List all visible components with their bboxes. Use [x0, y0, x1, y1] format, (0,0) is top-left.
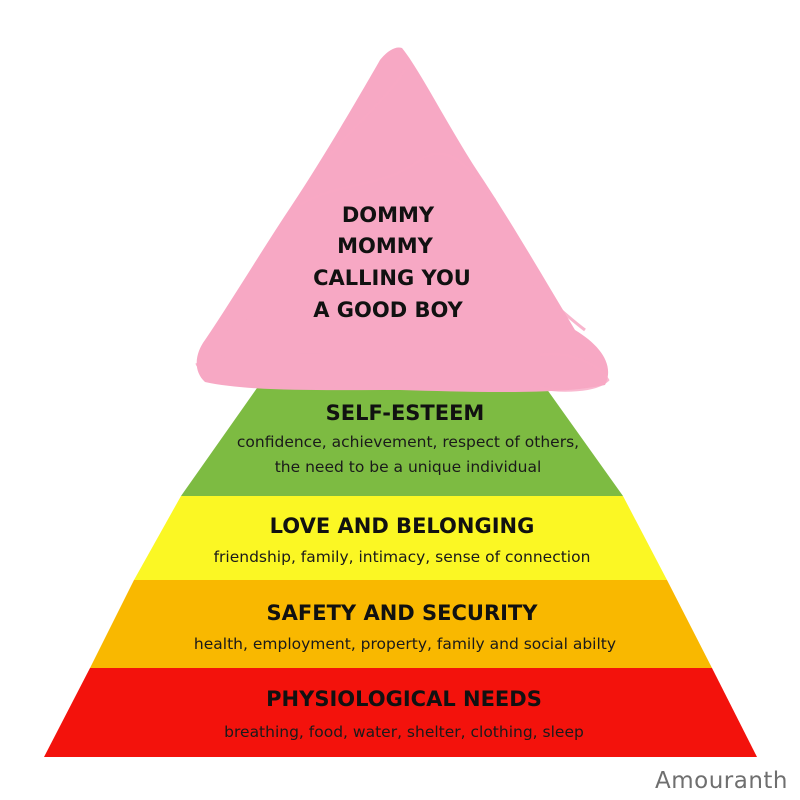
tier-self-esteem-subtitle-1: confidence, achievement, respect of othe…: [237, 433, 579, 451]
tier-safety-security-subtitle: health, employment, property, family and…: [194, 635, 616, 653]
tier-safety-security-band: [90, 580, 712, 668]
tier-physiological-subtitle: breathing, food, water, shelter, clothin…: [224, 723, 584, 741]
tier-self-esteem-title: SELF-ESTEEM: [326, 401, 485, 425]
top-tier-fill: [196, 47, 609, 393]
tier-physiological-band: [44, 668, 757, 757]
top-tier-line-4: A GOOD BOY: [313, 298, 463, 322]
watermark: Amouranth: [654, 768, 788, 794]
tier-love-belonging-band: [134, 496, 667, 580]
tier-physiological-title: PHYSIOLOGICAL NEEDS: [266, 687, 542, 711]
top-tier-scribble-stroke-2: [213, 273, 586, 341]
top-tier-scribble: [195, 47, 610, 393]
top-tier-scribble-stroke-4: [539, 352, 610, 392]
top-tier-line-2: MOMMY: [337, 234, 434, 258]
tier-self-esteem-band: [181, 388, 623, 496]
tier-love-belonging-title: LOVE AND BELONGING: [270, 514, 535, 538]
tier-love-belonging-subtitle: friendship, family, intimacy, sense of c…: [214, 548, 591, 566]
tier-safety-security-title: SAFETY AND SECURITY: [267, 601, 539, 625]
top-tier-line-3: CALLING YOU: [313, 266, 471, 290]
top-tier-scribble-stroke-3: [299, 69, 496, 207]
tier-self-esteem-subtitle-2: the need to be a unique individual: [275, 458, 542, 476]
top-tier-line-1: DOMMY: [342, 203, 435, 227]
